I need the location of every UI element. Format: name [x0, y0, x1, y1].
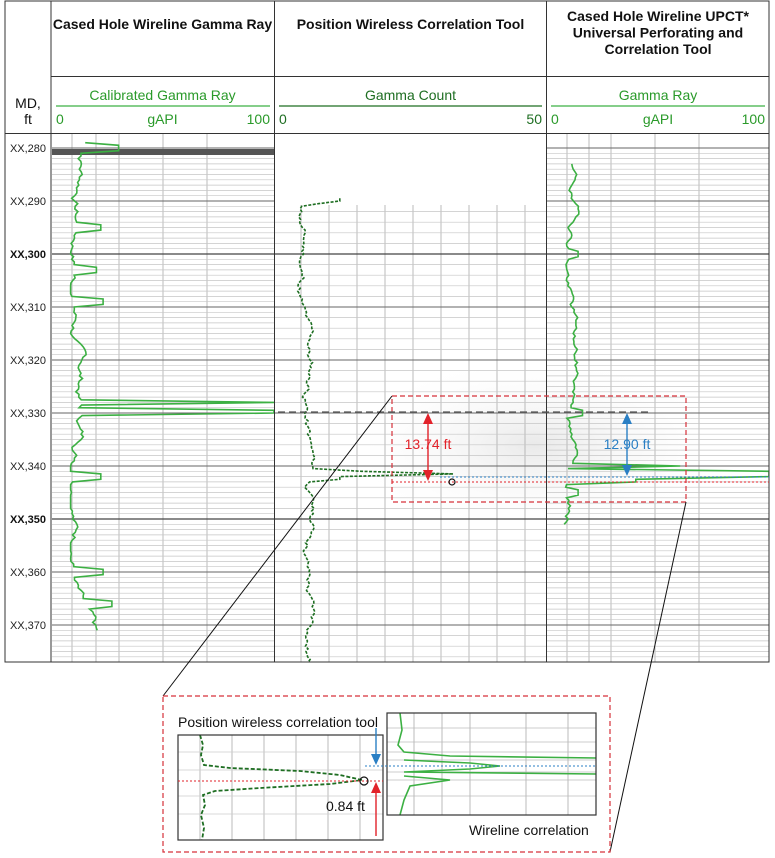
inset-red-arrow-head: [371, 782, 381, 793]
depth-label: XX,290: [10, 196, 46, 208]
inset-left-label: Position wireless correlation tool: [178, 714, 378, 730]
inset-peak-marker: [359, 776, 369, 786]
blue-offset-label: 12.90 ft: [604, 436, 651, 452]
track-1-grid: [52, 134, 274, 662]
depth-label: XX,360: [10, 567, 46, 579]
depth-label: XX,280: [10, 143, 46, 155]
depth-label: XX,310: [10, 302, 46, 314]
inset-offset-label: 0.84 ft: [326, 798, 365, 814]
inset-blue-arrow-head: [371, 754, 381, 765]
track-1-scale-max: 100: [247, 111, 271, 127]
depth-label: XX,350: [10, 514, 46, 526]
inset-position-tool-curve: [199, 735, 363, 840]
depth-label: XX,300: [10, 249, 46, 261]
track-3-curve-name: Gamma Ray: [619, 87, 698, 103]
correlation-annotations: 13.74 ft 12.90 ft: [278, 395, 769, 503]
depth-label: XX,320: [10, 355, 46, 367]
depth-header-md: MD,: [15, 95, 41, 111]
track-3-title: Cased Hole Wireline UPCT*: [567, 8, 749, 24]
inset-wireline-curve: [397, 713, 596, 815]
track-3-scale-unit: gAPI: [643, 111, 673, 127]
track-2-title: Position Wireless Correlation Tool: [297, 16, 525, 32]
track-1-curve-name: Calibrated Gamma Ray: [89, 87, 235, 103]
track-3-scale-max: 100: [742, 111, 766, 127]
depth-label: XX,330: [10, 408, 46, 420]
track-1-gamma-curve: [69, 141, 274, 631]
zoom-region-box: [391, 395, 687, 503]
depth-header-ft: ft: [24, 111, 32, 127]
depth-label: XX,370: [10, 620, 46, 632]
inset-right-panel: [386, 712, 597, 816]
track-3-title: Correlation Tool: [604, 41, 711, 57]
track-1-title: Cased Hole Wireline Gamma Ray: [53, 16, 273, 32]
depth-label: XX,340: [10, 461, 46, 473]
track-2-gamma-count-curve: [296, 198, 454, 662]
zoom-connector-left: [162, 395, 393, 697]
track-1-scale-min: 0: [56, 111, 64, 127]
track-3-title: Universal Perforating and: [573, 25, 743, 41]
chart-frame: [4, 0, 770, 663]
blue-arrow-head-up: [622, 413, 632, 424]
track-3-gamma-curve: [563, 163, 769, 525]
red-offset-label: 13.74 ft: [405, 436, 452, 452]
track-2-grid: [275, 205, 546, 662]
position-tool-peak-marker: [448, 478, 456, 486]
red-arrow-head-up: [423, 413, 433, 424]
track-2-curve-name: Gamma Count: [365, 87, 456, 103]
red-arrow-head-down: [423, 470, 433, 481]
track-2-scale-max: 50: [526, 111, 542, 127]
inset-right-label: Wireline correlation: [469, 822, 589, 838]
blue-arrow-head-down: [622, 465, 632, 476]
track-1-scale-unit: gAPI: [147, 111, 177, 127]
track-1-casing-band: [52, 149, 274, 155]
track-2-scale-min: 0: [279, 111, 287, 127]
inset-left-panel: [177, 734, 384, 841]
track-3-scale-min: 0: [551, 111, 559, 127]
zoom-inset: 0.84 ft Position wireless correlation to…: [162, 695, 611, 853]
zoom-connector-right: [609, 501, 687, 853]
